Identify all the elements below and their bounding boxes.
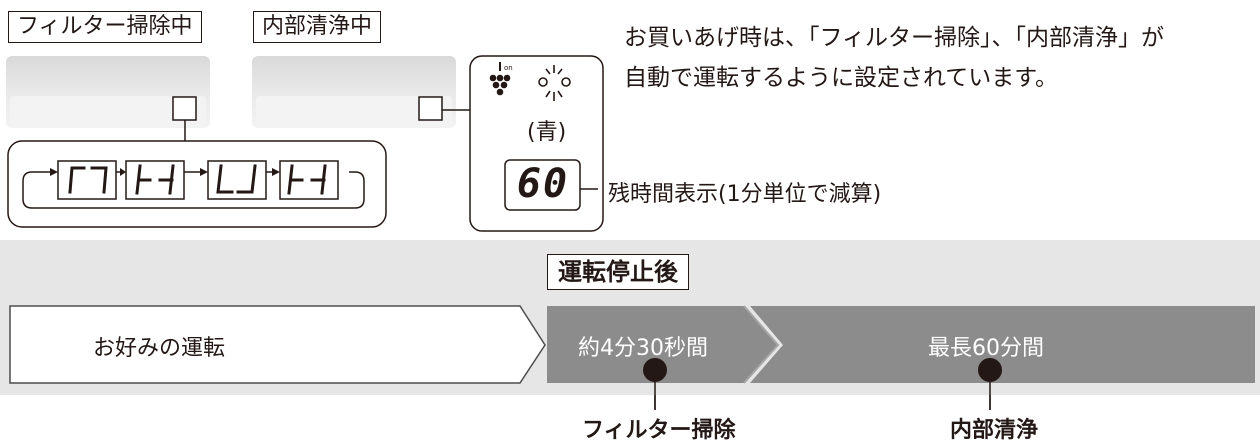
phase-2-label: 約4分30秒間 (578, 336, 708, 361)
time-display-frame (504, 159, 581, 211)
remaining-time-caption: 残時間表示(1分単位で減算) (608, 182, 882, 207)
blue-lamp-icon (538, 65, 571, 101)
filter-cleaning-label: フィルター掃除中 (8, 11, 202, 43)
internal-cleaning-label: 内部清浄中 (253, 11, 382, 43)
ac2-display-window (418, 96, 443, 121)
phase-1-label: お好みの運転 (93, 336, 226, 361)
phase-3-label: 最長60分間 (928, 336, 1044, 361)
blue-label: (青) (527, 120, 567, 145)
after-stop-label: 運転停止後 (547, 254, 689, 290)
time-display-value: 60 (516, 161, 570, 207)
description-line-1: お買いあげ時は、「フィルター掃除」、「内部清浄」が (624, 25, 1165, 51)
ion-icon: on (489, 62, 513, 96)
display-sequence-panel (7, 140, 387, 228)
indicator-panel: on (469, 55, 604, 232)
description: お買いあげ時は、「フィルター掃除」、「内部清浄」が 自動で運転するように設定され… (624, 18, 1244, 98)
filter-cleaning-marker-label: フィルター掃除 (582, 418, 736, 443)
internal-cleaning-marker-label: 内部清浄 (950, 418, 1039, 443)
air-conditioner-unit-2 (252, 56, 470, 128)
svg-text:on: on (504, 64, 513, 72)
description-line-2: 自動で運転するように設定されています。 (624, 65, 1059, 91)
air-conditioner-unit-1 (6, 56, 210, 141)
